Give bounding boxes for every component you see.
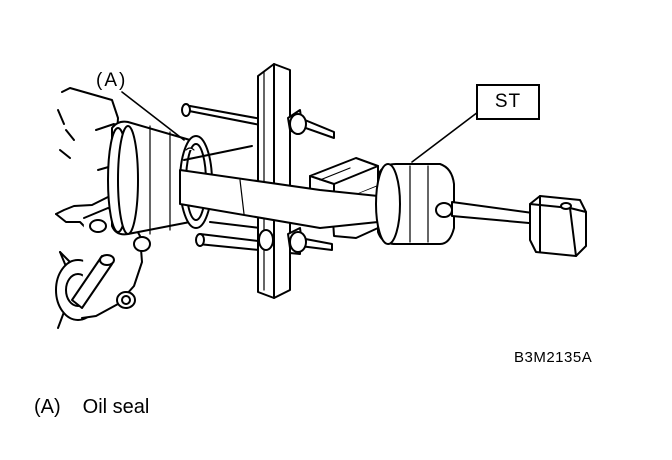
transmission-housing [55, 87, 151, 329]
callout-box-st: ST [476, 84, 540, 120]
leader-line-a [121, 91, 185, 141]
callout-label-a: (A) [96, 70, 128, 91]
legend-key: (A) [34, 396, 61, 418]
callout-label-st: ST [494, 91, 522, 112]
figure-code: B3M2135A [514, 349, 593, 366]
puller-crossbar [257, 63, 335, 299]
legend: (A) Oil seal [34, 396, 149, 419]
legend-description: Oil seal [82, 396, 150, 418]
special-tool-slide-hammer [375, 163, 587, 257]
leader-line-st [411, 111, 479, 163]
